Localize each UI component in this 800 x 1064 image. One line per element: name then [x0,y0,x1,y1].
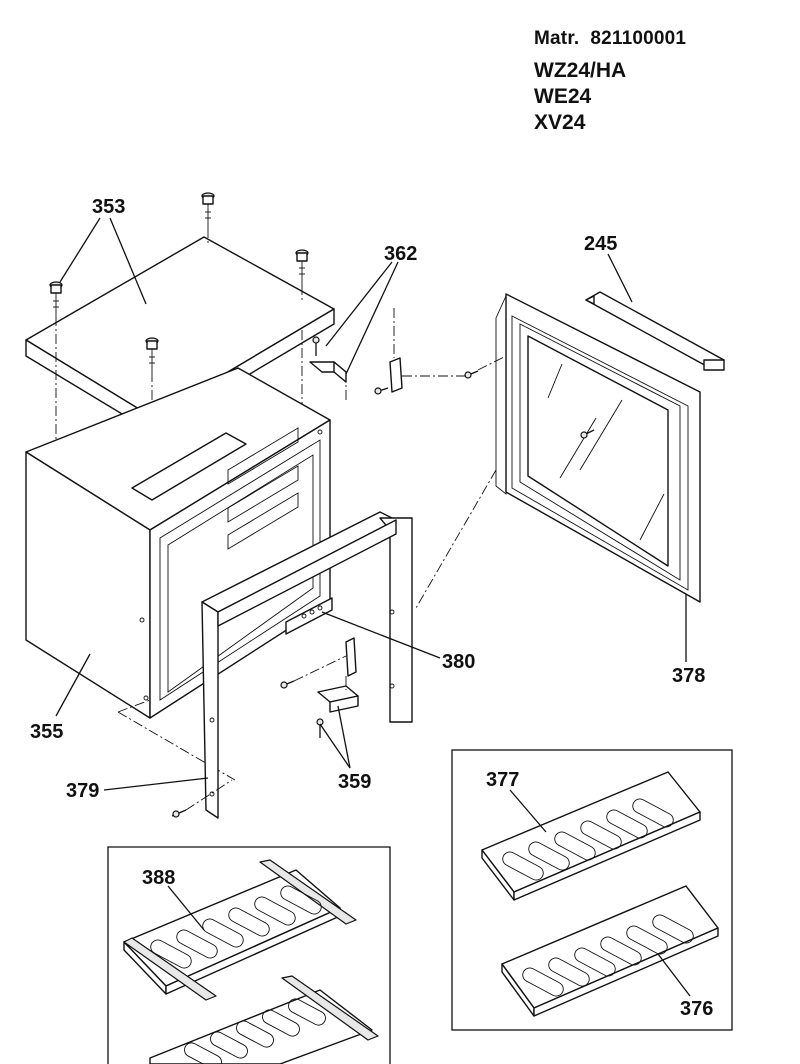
front-frame-part [171,511,413,819]
cover-foot-3 [49,281,63,316]
callout-353: 353 [92,196,125,218]
callout-388: 388 [142,867,175,889]
model-we24: WE24 [534,85,592,108]
frame-screw [171,809,187,818]
top-hinge-part [309,308,479,402]
model-header: Matr. 821100001 WZ24/HA WE24 XV24 [534,28,686,136]
material-line: Matr. 821100001 [534,28,686,50]
shelf-box-left [107,846,391,1064]
cover-foot-4 [145,337,159,372]
callout-377: 377 [486,769,519,791]
shelf-388-part [123,859,357,1001]
callout-245: 245 [584,233,617,255]
callout-378: 378 [672,665,705,687]
cabinet-part [25,367,331,781]
callout-380: 380 [442,651,475,673]
callout-359: 359 [338,771,371,793]
callout-355: 355 [30,721,63,743]
shelf-377-part [481,771,701,901]
callout-362: 362 [384,243,417,265]
callout-labels: 353 362 245 355 380 378 379 359 377 376 … [30,196,713,1020]
door-handle-part [585,291,725,371]
cover-foot-1 [201,192,215,228]
cover-foot-2 [295,249,309,285]
material-number: 821100001 [590,28,687,49]
shelf-box-right [451,749,733,1031]
leader-lines [55,217,691,997]
model-xv24: XV24 [534,111,586,134]
shelf-388-second-part [149,975,379,1064]
material-label: Matr. [534,28,580,49]
callout-379: 379 [66,780,99,802]
callout-376: 376 [680,998,713,1020]
door-part [415,293,701,609]
model-wz24ha: WZ24/HA [534,59,627,82]
bottom-hinge-part [280,637,359,738]
shelf-376-part [501,885,719,1017]
